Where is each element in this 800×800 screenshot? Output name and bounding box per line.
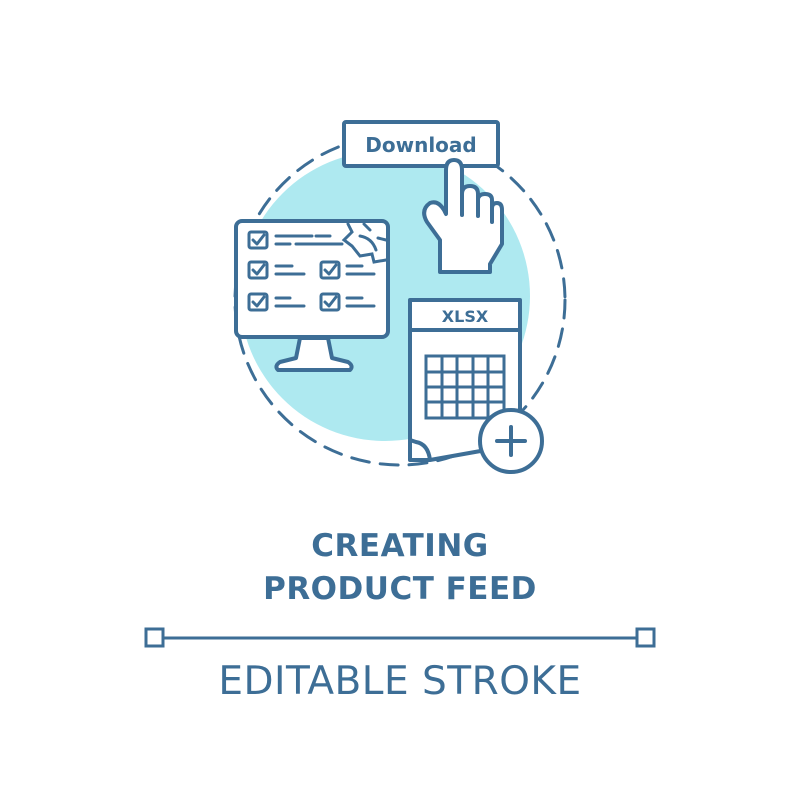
creating-product-feed-illustration: Download [233,120,567,474]
spreadsheet-file-icon: XLSX [408,298,522,462]
gear-icon [341,222,388,264]
checkbox-icon [247,260,269,280]
monitor-icon [234,219,390,372]
pointing-hand-icon [422,158,504,274]
checklist [247,230,376,312]
editable-stroke-caption: EDITABLE STROKE [218,659,582,704]
checkbox-icon [319,292,341,312]
download-button-label: Download [365,133,476,157]
title-line-2: PRODUCT FEED [263,571,537,607]
stroke-handle-left [144,627,165,648]
dashed-ring [233,133,567,467]
plus-circle-icon [478,408,544,474]
download-button: Download [342,120,500,168]
checkbox-icon [319,260,341,280]
checkbox-icon [247,230,269,250]
checkbox-icon [247,292,269,312]
title-line-1: CREATING [311,528,489,564]
file-type-label: XLSX [442,307,489,326]
editable-stroke-rule [144,627,656,648]
spreadsheet-grid [424,354,506,420]
stroke-handle-right [635,627,656,648]
